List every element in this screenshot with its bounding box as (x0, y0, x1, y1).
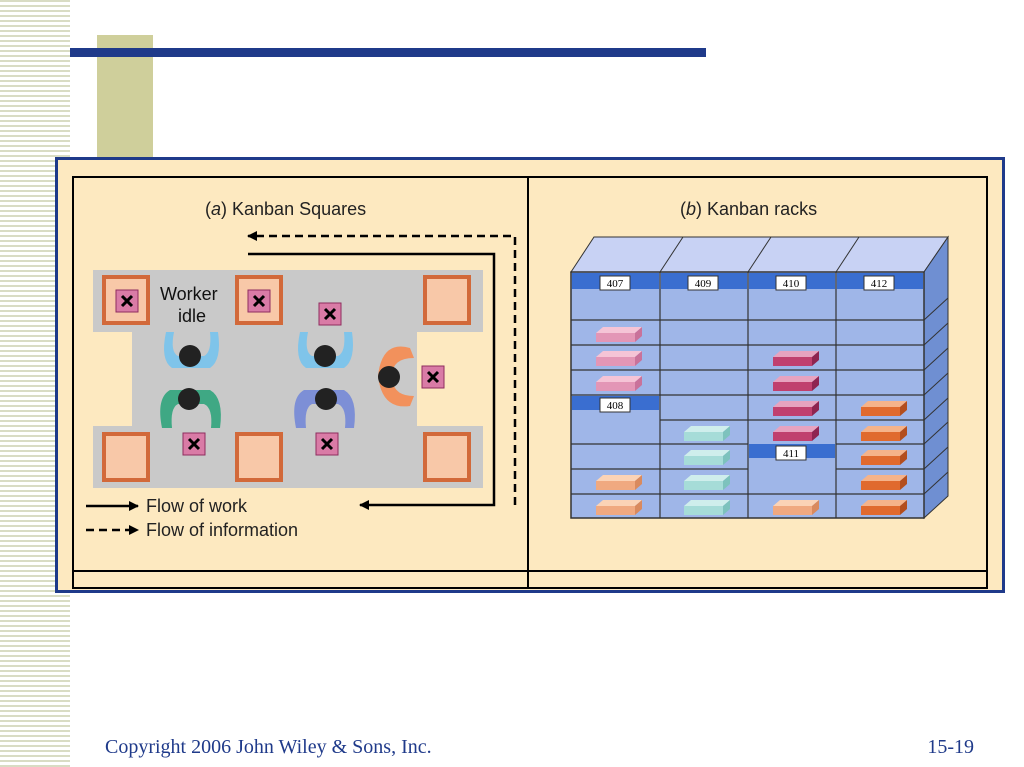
rack-label-409: 409 (695, 278, 712, 290)
x-marker-icon (421, 365, 445, 389)
kanban-card (861, 426, 907, 441)
legend: Flow of work Flow of information (86, 496, 298, 540)
flow-arrows (247, 231, 517, 510)
slide-accent-horizontal-bar (70, 48, 706, 57)
kanban-card (596, 327, 642, 342)
rack-label-408: 408 (607, 400, 624, 412)
x-marker-icon (182, 432, 206, 456)
kanban-card (773, 376, 819, 391)
panel-a: (a) Kanban Squares Worker id (86, 199, 517, 540)
kanban-card (684, 450, 730, 465)
kanban-card (684, 475, 730, 490)
kanban-card (773, 401, 819, 416)
kanban-rack: 407 409 410 412 408 411 (570, 235, 949, 520)
slide-number: 15-19 (927, 736, 974, 758)
x-marker-icon (115, 289, 139, 313)
kanban-card (773, 351, 819, 366)
worker-icon (294, 388, 355, 428)
rack-label-407: 407 (607, 278, 624, 290)
legend-work-label: Flow of work (146, 496, 248, 516)
kanban-card (596, 475, 642, 490)
kanban-square (102, 432, 150, 482)
worker-icon (164, 332, 219, 368)
kanban-card (684, 426, 730, 441)
flow-of-work-arrow (248, 252, 496, 510)
kanban-card (861, 500, 907, 515)
workers (160, 332, 414, 428)
rack-label-411: 411 (783, 448, 799, 460)
kanban-card (861, 450, 907, 465)
worker-idle-label: Worker idle (160, 284, 223, 326)
kanban-card (773, 500, 819, 515)
copyright-footer: Copyright 2006 John Wiley & Sons, Inc. (105, 736, 432, 758)
kanban-card (861, 475, 907, 490)
kanban-card (684, 500, 730, 515)
kanban-card (596, 500, 642, 515)
x-marker-icon (315, 432, 339, 456)
kanban-square (423, 432, 471, 482)
kanban-card (596, 376, 642, 391)
x-marker-icon (247, 289, 271, 313)
panel-b-title: (b) Kanban racks (680, 199, 817, 219)
flow-of-information-arrow (247, 231, 517, 505)
kanban-card (861, 401, 907, 416)
x-marker-icon (318, 302, 342, 326)
kanban-card (773, 426, 819, 441)
figure-table-lines (72, 176, 988, 589)
kanban-square (235, 432, 283, 482)
rack-slot-labels: 407 409 410 412 408 411 (599, 275, 895, 461)
kanban-square (423, 275, 471, 325)
rack-label-412: 412 (871, 278, 888, 290)
worker-icon (378, 346, 414, 407)
kanban-card (596, 351, 642, 366)
work-floor (93, 270, 483, 488)
panel-b: (b) Kanban racks (570, 199, 949, 520)
work-unit-markers (115, 289, 445, 456)
worker-icon (160, 388, 221, 428)
worker-icon (298, 332, 353, 368)
rack-label-410: 410 (783, 278, 800, 290)
legend-info-label: Flow of information (146, 520, 298, 540)
kanban-cards (596, 327, 907, 515)
panel-a-title: (a) Kanban Squares (205, 199, 366, 219)
